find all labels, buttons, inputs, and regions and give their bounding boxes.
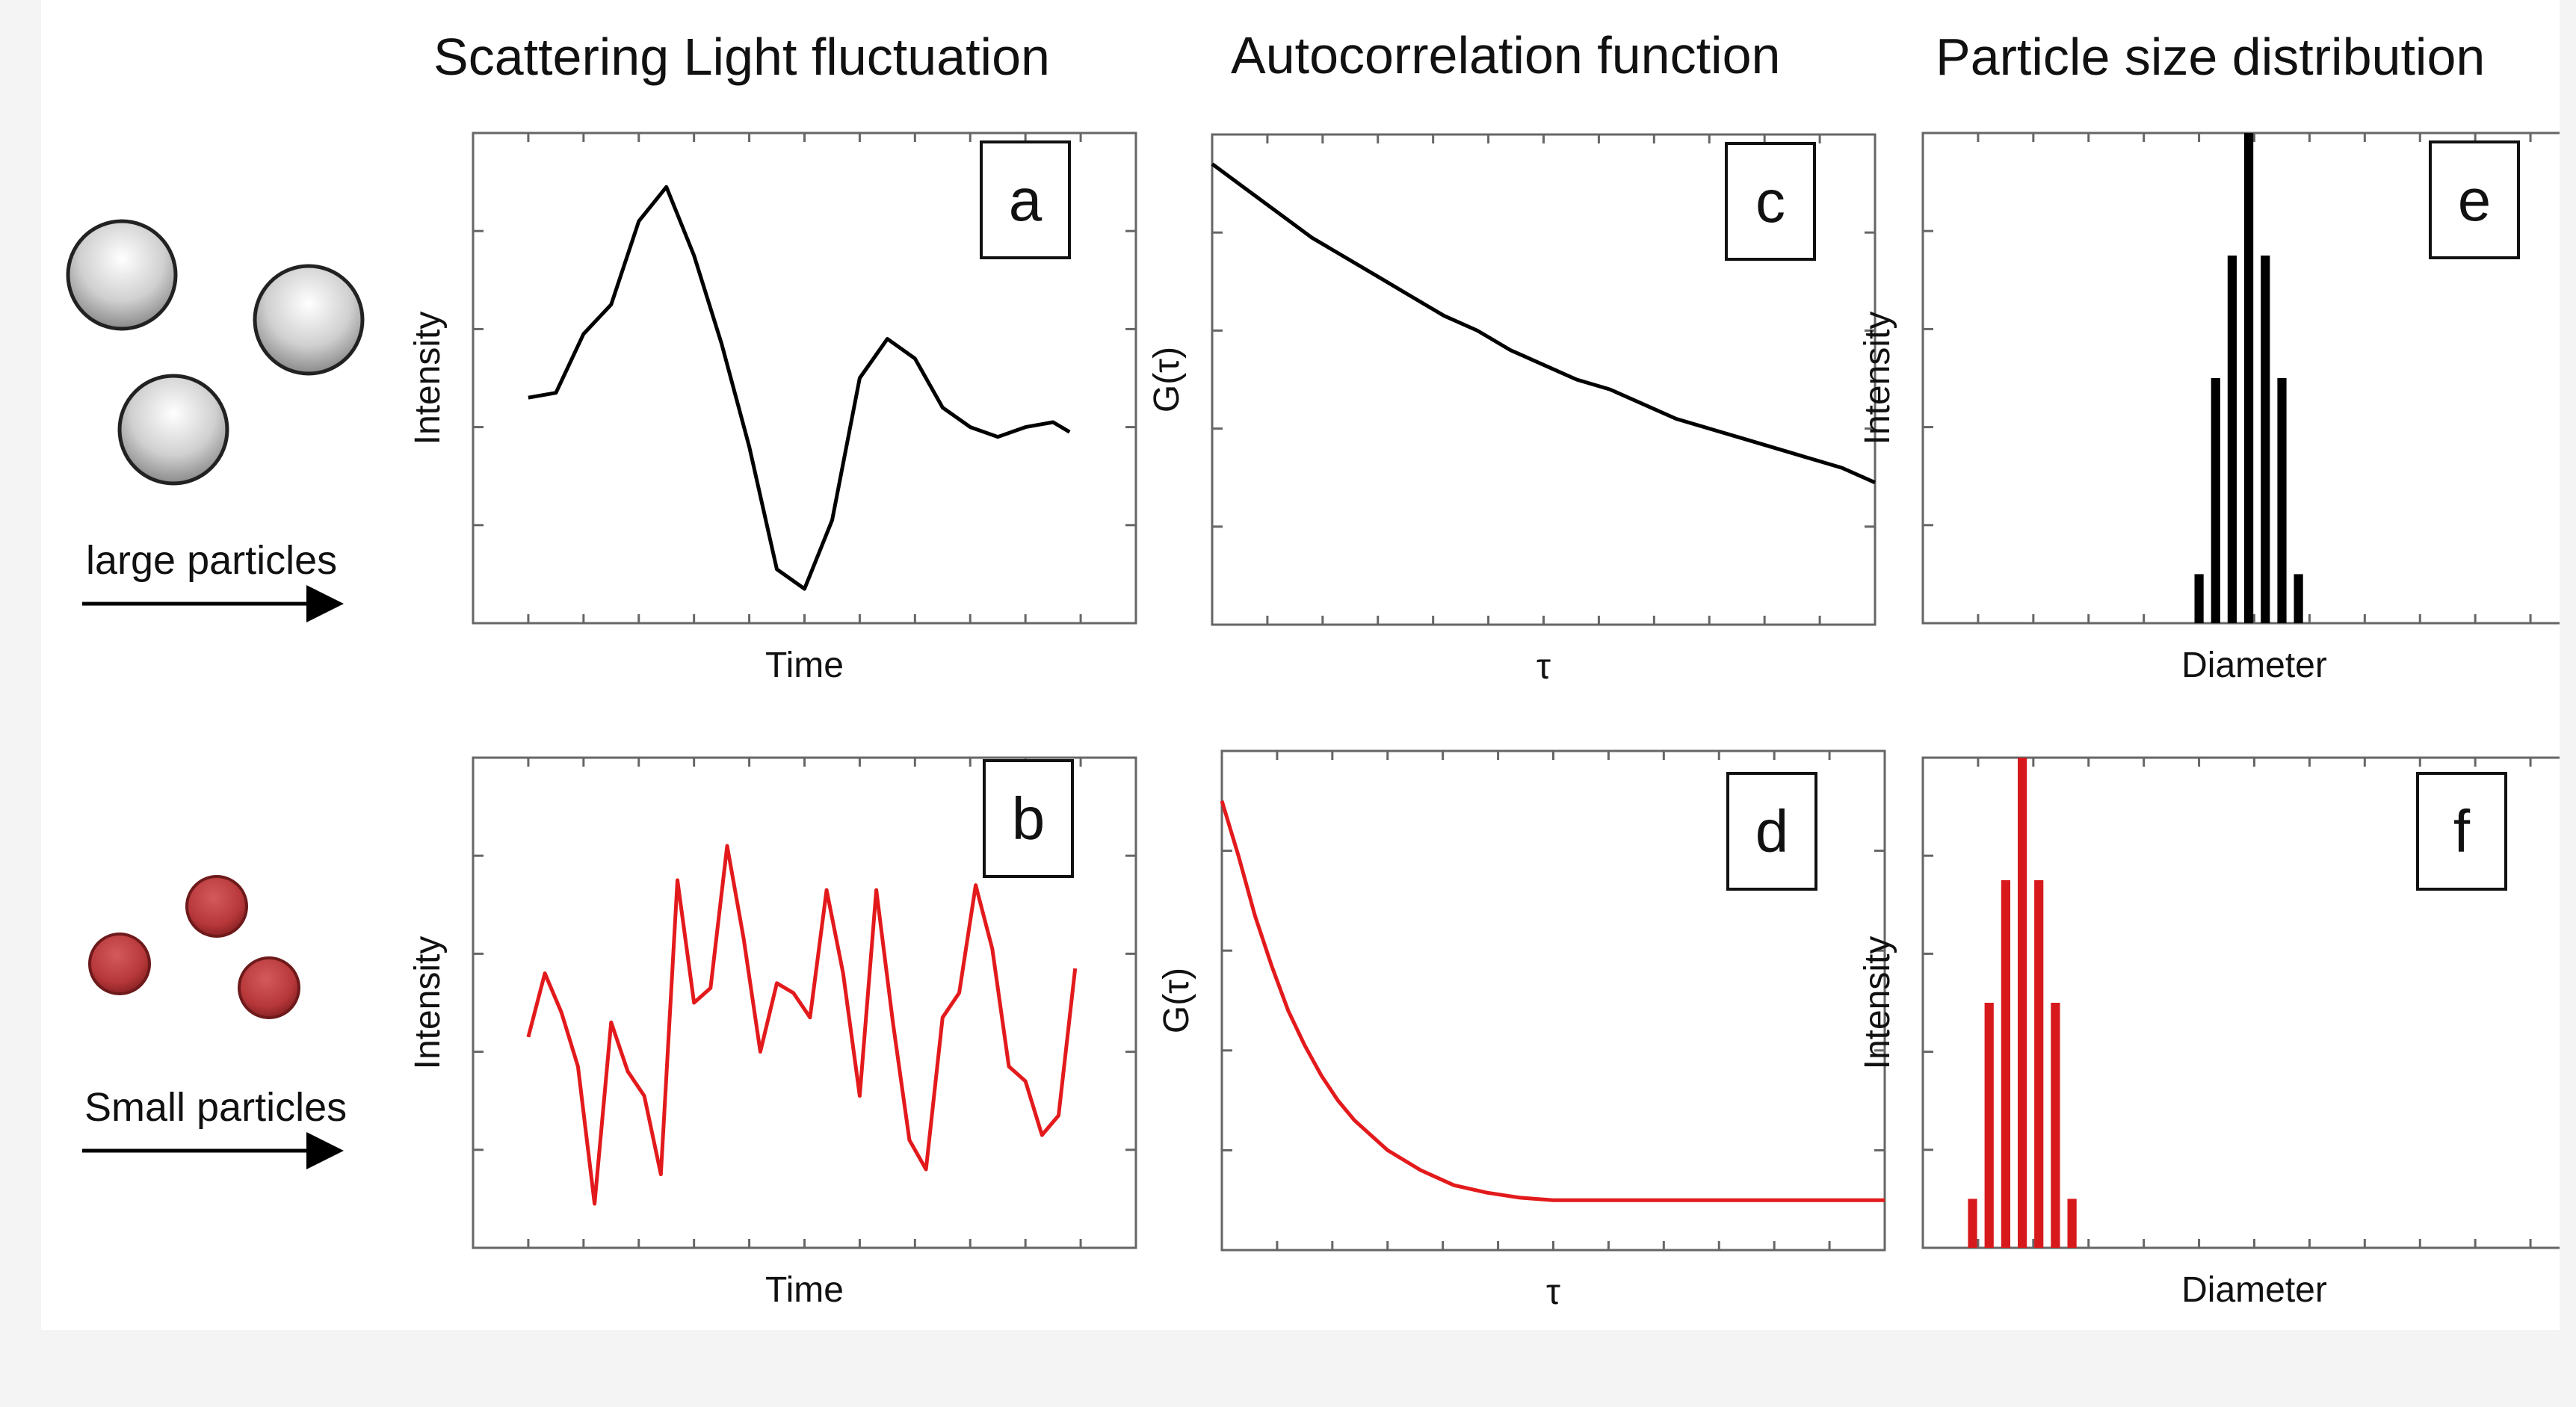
panel-letter-f: f bbox=[2453, 798, 2471, 865]
bar-e-0 bbox=[2194, 574, 2204, 623]
figure-canvas: Scattering Light fluctuation Autocorrela… bbox=[66, 26, 2560, 1312]
series-line-a bbox=[528, 185, 1071, 591]
large-particle-2 bbox=[253, 264, 365, 376]
panel-letter-c: c bbox=[1755, 168, 1785, 235]
bar-f-6 bbox=[2067, 1199, 2077, 1248]
bar-e-4 bbox=[2261, 256, 2270, 623]
series-line-b bbox=[526, 844, 1078, 1206]
large-particles-label: large particles bbox=[86, 538, 337, 583]
panel-letter-e: e bbox=[2458, 167, 2492, 233]
panel-letter-box-d bbox=[1726, 772, 1817, 891]
bar-e-6 bbox=[2294, 574, 2303, 623]
panel-letter-box-c bbox=[1725, 142, 1816, 261]
large-particle-1 bbox=[66, 219, 178, 331]
panel-letter-b: b bbox=[1012, 785, 1045, 852]
title-distribution: Particle size distribution bbox=[1936, 28, 2485, 86]
small-particles-illustration bbox=[88, 875, 300, 1019]
panel-c: c τ G(τ) bbox=[1147, 133, 1877, 687]
large-particles-illustration bbox=[66, 219, 365, 486]
large-particle-3 bbox=[117, 374, 229, 486]
y-axis-label-d: G(τ) bbox=[1157, 968, 1196, 1033]
panel-letter-a: a bbox=[1009, 167, 1043, 233]
bar-f-1 bbox=[1984, 1003, 1994, 1248]
x-axis-label-c: τ bbox=[1536, 647, 1551, 687]
y-axis-label-a: Intensity bbox=[408, 312, 448, 445]
bar-f-2 bbox=[2001, 880, 2010, 1248]
panel-letter-box-f bbox=[2416, 772, 2507, 891]
bar-e-5 bbox=[2277, 378, 2287, 623]
panel-letter-box-e bbox=[2429, 140, 2520, 259]
series-line-d bbox=[1220, 800, 1885, 1202]
x-axis-label-e: Diameter bbox=[2181, 646, 2327, 685]
x-axis-label-f: Diameter bbox=[2181, 1270, 2327, 1310]
y-axis-label-e: Intensity bbox=[1858, 312, 1897, 445]
series-line-c bbox=[1211, 162, 1877, 485]
x-axis-label-a: Time bbox=[765, 646, 844, 685]
title-scattering: Scattering Light fluctuation bbox=[433, 28, 1050, 86]
y-axis-label-f: Intensity bbox=[1858, 936, 1897, 1070]
small-particle-3 bbox=[238, 956, 300, 1019]
bar-e-2 bbox=[2227, 256, 2237, 623]
bar-f-3 bbox=[2018, 758, 2027, 1248]
x-axis-label-d: τ bbox=[1546, 1273, 1560, 1312]
panel-letter-box-b bbox=[983, 759, 1074, 878]
panel-d: d τ G(τ) bbox=[1157, 749, 1886, 1312]
bar-e-1 bbox=[2211, 378, 2220, 623]
bar-f-4 bbox=[2034, 880, 2044, 1248]
y-axis-label-c: G(τ) bbox=[1147, 347, 1187, 412]
bar-f-5 bbox=[2051, 1003, 2060, 1248]
small-particle-1 bbox=[185, 875, 248, 938]
bar-e-3 bbox=[2244, 133, 2254, 623]
x-axis-label-b: Time bbox=[765, 1270, 844, 1310]
small-particle-2 bbox=[88, 933, 151, 995]
small-particles-label: Small particles bbox=[84, 1085, 347, 1130]
bar-f-0 bbox=[1968, 1199, 1977, 1248]
y-axis-label-b: Intensity bbox=[408, 936, 448, 1070]
panel-letter-box-a bbox=[980, 140, 1071, 259]
figure: Scattering Light fluctuation Autocorrela… bbox=[41, 0, 2560, 1330]
panel-letter-d: d bbox=[1755, 798, 1789, 865]
title-autocorrelation: Autocorrelation function bbox=[1231, 26, 1780, 84]
